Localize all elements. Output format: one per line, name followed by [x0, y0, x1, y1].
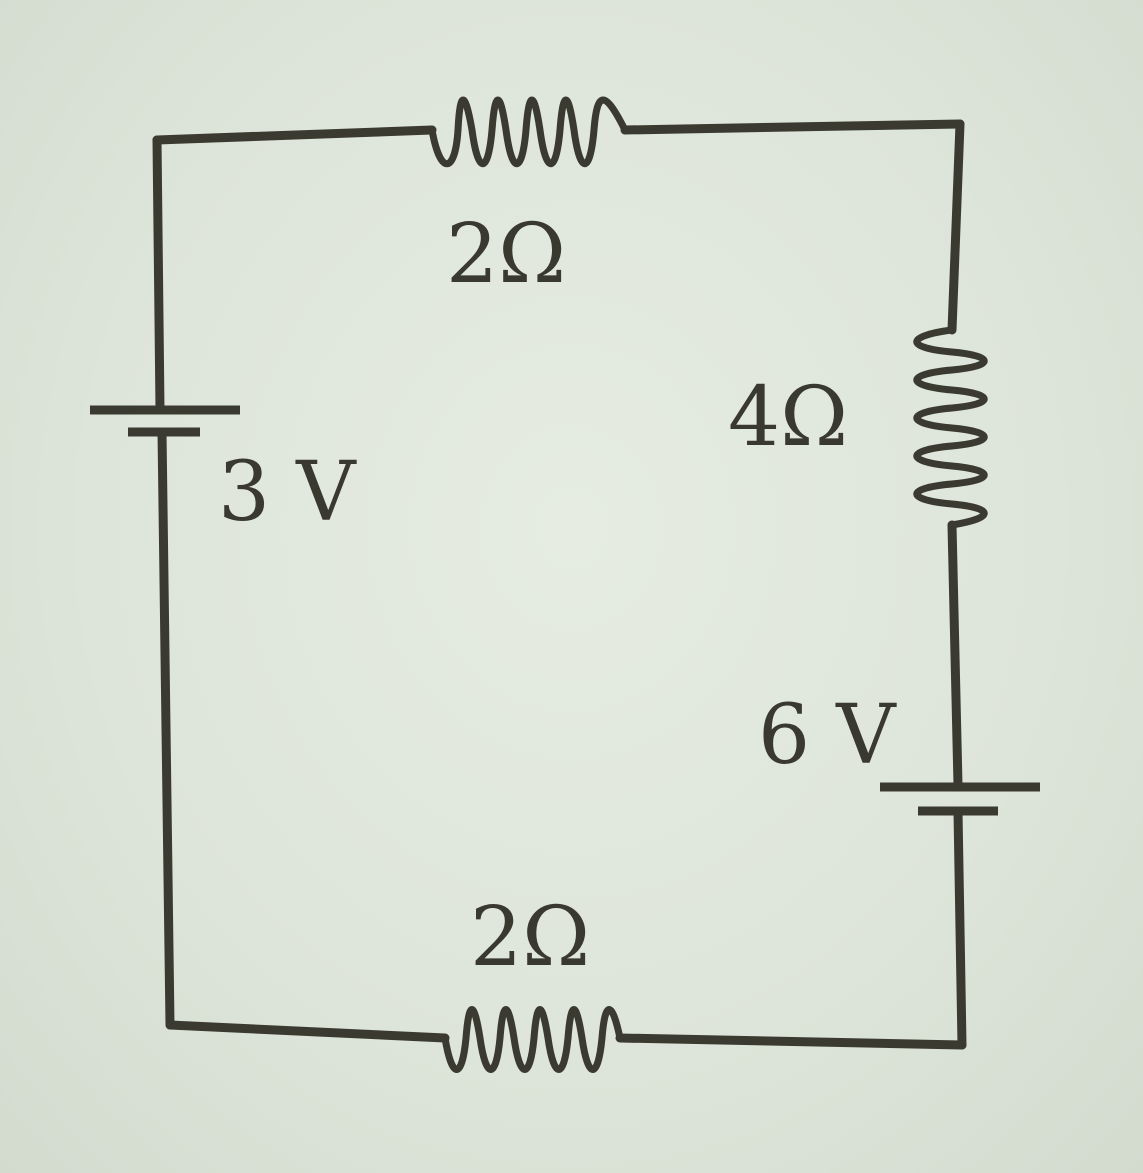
wires: [152, 119, 967, 1050]
wire-right-upper: [947, 119, 965, 335]
wire-bottom-left: [165, 1020, 450, 1043]
wire-left-lower: [157, 427, 175, 1030]
battery-left: [90, 405, 240, 437]
wire-left-upper: [152, 135, 165, 415]
wire-top-left: [152, 125, 437, 145]
label-battery-left: 3 V: [218, 445, 357, 540]
resistor-bottom-coil: [441, 1006, 624, 1073]
wire-bottom-right: [615, 1033, 967, 1050]
label-resistor-top: 2Ω: [446, 207, 566, 302]
resistor-top-coil: [428, 96, 629, 167]
resistor-right: [913, 326, 988, 529]
label-battery-right: 6 V: [758, 688, 897, 783]
wire-right-lower: [953, 807, 967, 1050]
resistor-right-coil: [913, 326, 988, 529]
label-resistor-bottom: 2Ω: [470, 890, 590, 985]
battery-right: [880, 782, 1040, 816]
label-resistor-right: 4Ω: [728, 370, 848, 465]
resistor-top: [428, 96, 629, 167]
resistor-bottom: [441, 1006, 624, 1073]
wire-right-middle: [947, 520, 963, 790]
wire-top-right: [620, 119, 965, 135]
